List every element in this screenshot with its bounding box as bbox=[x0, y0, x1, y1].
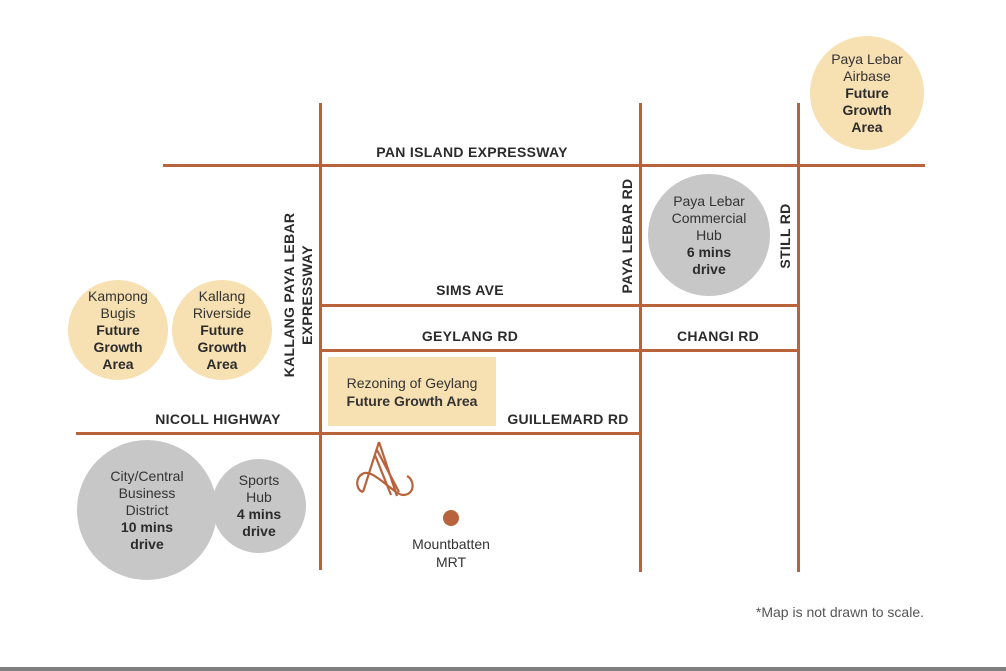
place-name: Commercial bbox=[671, 209, 747, 226]
drive-unit: drive bbox=[130, 535, 164, 552]
place-tag: Future bbox=[200, 321, 244, 338]
place-kampong-bugis: Kampong Bugis Future Growth Area bbox=[68, 280, 168, 380]
place-name: Hub bbox=[246, 489, 272, 505]
road-paya-lebar-rd bbox=[639, 103, 642, 572]
place-name: Kallang bbox=[198, 287, 246, 304]
road-pan-island-expressway bbox=[163, 164, 925, 167]
drive-unit: drive bbox=[692, 260, 726, 277]
place-tag: Area bbox=[102, 355, 134, 372]
drive-time: 4 mins bbox=[236, 506, 282, 522]
place-paya-lebar-commercial-hub: Paya Lebar Commercial Hub 6 mins drive bbox=[648, 174, 770, 296]
place-sports-hub: Sports Hub 4 mins drive bbox=[212, 459, 306, 553]
place-tag: Future bbox=[845, 84, 889, 101]
footnote: *Map is not drawn to scale. bbox=[755, 604, 924, 620]
place-name: Sports bbox=[238, 472, 280, 488]
label-geylang-rd: GEYLANG RD bbox=[421, 328, 519, 344]
label-kpe-line2: EXPRESSWAY bbox=[299, 245, 315, 345]
bottom-divider bbox=[0, 667, 1006, 671]
label-changi-rd: CHANGI RD bbox=[676, 328, 760, 344]
place-name: Hub bbox=[696, 226, 722, 243]
place-name: Business bbox=[118, 484, 176, 501]
place-tag: Growth bbox=[842, 101, 892, 118]
place-name: Airbase bbox=[843, 67, 891, 84]
mrt-name: MRT bbox=[435, 554, 467, 570]
road-sims-ave bbox=[320, 304, 800, 307]
development-logo-icon bbox=[356, 441, 414, 497]
road-geylang-changi bbox=[320, 349, 800, 352]
label-kpe-line1: KALLANG PAYA LEBAR bbox=[281, 212, 297, 378]
drive-time: 6 mins bbox=[686, 243, 732, 260]
rezoning-tag: Future Growth Area bbox=[346, 392, 478, 409]
place-tag: Area bbox=[206, 355, 238, 372]
road-nicoll-guillemard bbox=[76, 432, 642, 435]
place-tag: Area bbox=[851, 118, 883, 135]
label-still-rd: STILL RD bbox=[777, 203, 793, 269]
place-kallang-riverside: Kallang Riverside Future Growth Area bbox=[172, 280, 272, 380]
label-guillemard-rd: GUILLEMARD RD bbox=[507, 411, 629, 427]
rezoning-name: Rezoning of Geylang bbox=[346, 374, 478, 391]
label-nicoll-highway: NICOLL HIGHWAY bbox=[155, 411, 281, 427]
place-name: Kampong bbox=[88, 287, 148, 304]
drive-unit: drive bbox=[242, 523, 276, 539]
place-name: Riverside bbox=[192, 304, 252, 321]
place-name: District bbox=[125, 501, 169, 518]
place-tag: Growth bbox=[197, 338, 247, 355]
road-still-rd bbox=[797, 103, 800, 572]
place-name: Paya Lebar bbox=[673, 192, 745, 209]
place-name: Paya Lebar bbox=[831, 50, 903, 67]
label-sims-ave: SIMS AVE bbox=[436, 282, 504, 298]
drive-time: 10 mins bbox=[120, 518, 174, 535]
rezoning-geylang-area: Rezoning of Geylang Future Growth Area bbox=[328, 357, 496, 426]
place-name: City/Central bbox=[110, 467, 184, 484]
label-paya-lebar-rd: PAYA LEBAR RD bbox=[619, 178, 635, 294]
place-tag: Growth bbox=[93, 338, 143, 355]
road-kallang-paya-lebar-expressway bbox=[319, 103, 322, 570]
mrt-station-marker bbox=[443, 510, 459, 526]
mrt-station-label: Mountbatten MRT bbox=[412, 535, 490, 571]
place-tag: Future bbox=[96, 321, 140, 338]
label-pan-island-expressway: PAN ISLAND EXPRESSWAY bbox=[376, 144, 568, 160]
place-paya-lebar-airbase: Paya Lebar Airbase Future Growth Area bbox=[810, 36, 924, 150]
mrt-name: Mountbatten bbox=[412, 536, 490, 552]
place-city-cbd: City/Central Business District 10 mins d… bbox=[77, 440, 217, 580]
place-name: Bugis bbox=[100, 304, 136, 321]
